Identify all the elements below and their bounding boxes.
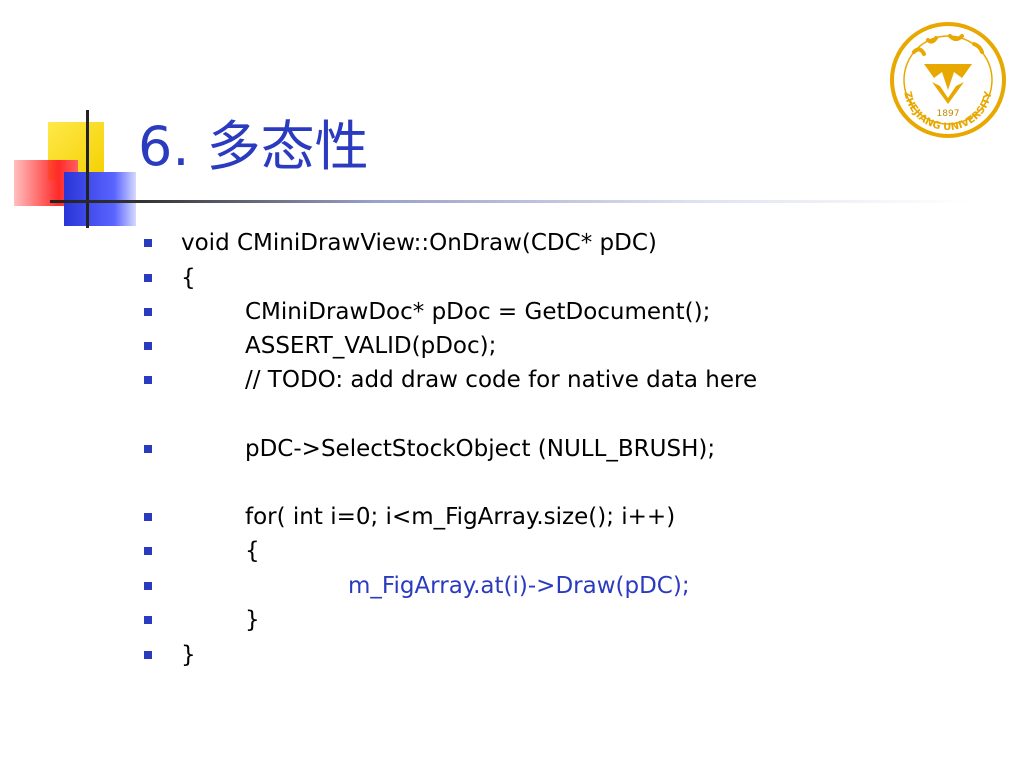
code-text: { bbox=[245, 538, 260, 564]
code-text: } bbox=[245, 607, 260, 633]
bullet-icon bbox=[144, 582, 152, 590]
decor-horizontal-line bbox=[50, 200, 970, 203]
code-text: m_FigArray.at(i)->Draw(pDC); bbox=[348, 573, 690, 599]
bullet-icon bbox=[144, 513, 152, 521]
code-text: ASSERT_VALID(pDoc); bbox=[245, 333, 497, 359]
code-text: } bbox=[181, 642, 196, 668]
bullet-icon bbox=[144, 445, 152, 453]
zhejiang-university-logo-icon: 1897 ZHEJIANG UNIVERSITY bbox=[888, 20, 1008, 140]
bullet-icon bbox=[144, 651, 152, 659]
bullet-icon bbox=[144, 308, 152, 316]
code-text: pDC->SelectStockObject (NULL_BRUSH); bbox=[245, 436, 716, 462]
bullet-icon bbox=[144, 342, 152, 350]
slide-title: 6. 多态性 bbox=[138, 115, 369, 178]
bullet-icon bbox=[144, 274, 152, 282]
logo-year: 1897 bbox=[937, 109, 960, 119]
code-text: // TODO: add draw code for native data h… bbox=[245, 367, 758, 393]
bullet-icon bbox=[144, 376, 152, 384]
code-text: { bbox=[181, 265, 196, 291]
bullet-icon bbox=[144, 239, 152, 247]
decor-blue-square bbox=[64, 172, 136, 226]
code-text: CMiniDrawDoc* pDoc = GetDocument(); bbox=[245, 299, 711, 325]
code-text: for( int i=0; i<m_FigArray.size(); i++) bbox=[245, 504, 676, 530]
bullet-icon bbox=[144, 616, 152, 624]
code-text: void CMiniDrawView::OnDraw(CDC* pDC) bbox=[181, 230, 657, 256]
decor-vertical-line bbox=[86, 110, 89, 228]
bullet-icon bbox=[144, 547, 152, 555]
